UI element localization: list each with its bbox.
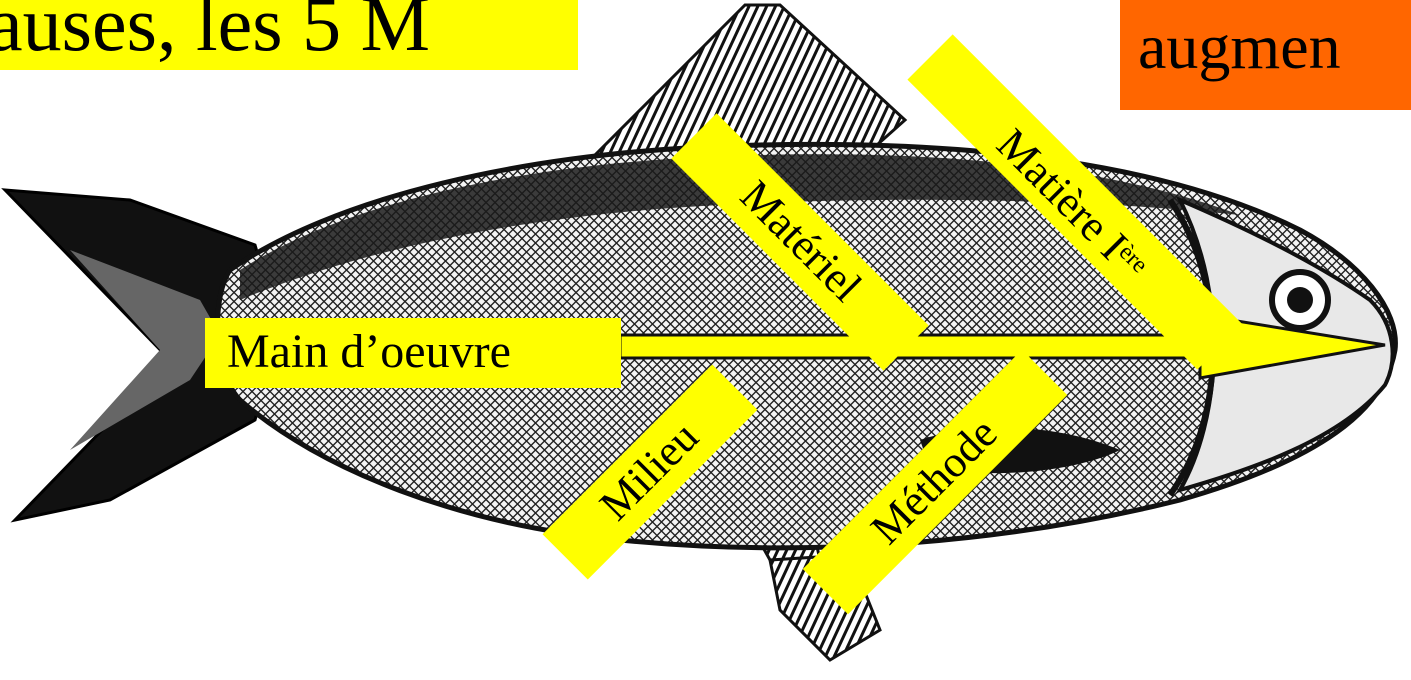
- page-title: auses, les 5 M: [0, 0, 578, 70]
- cause-main-oeuvre: Main d’oeuvre: [205, 318, 621, 388]
- effect-badge: augmen: [1120, 0, 1411, 110]
